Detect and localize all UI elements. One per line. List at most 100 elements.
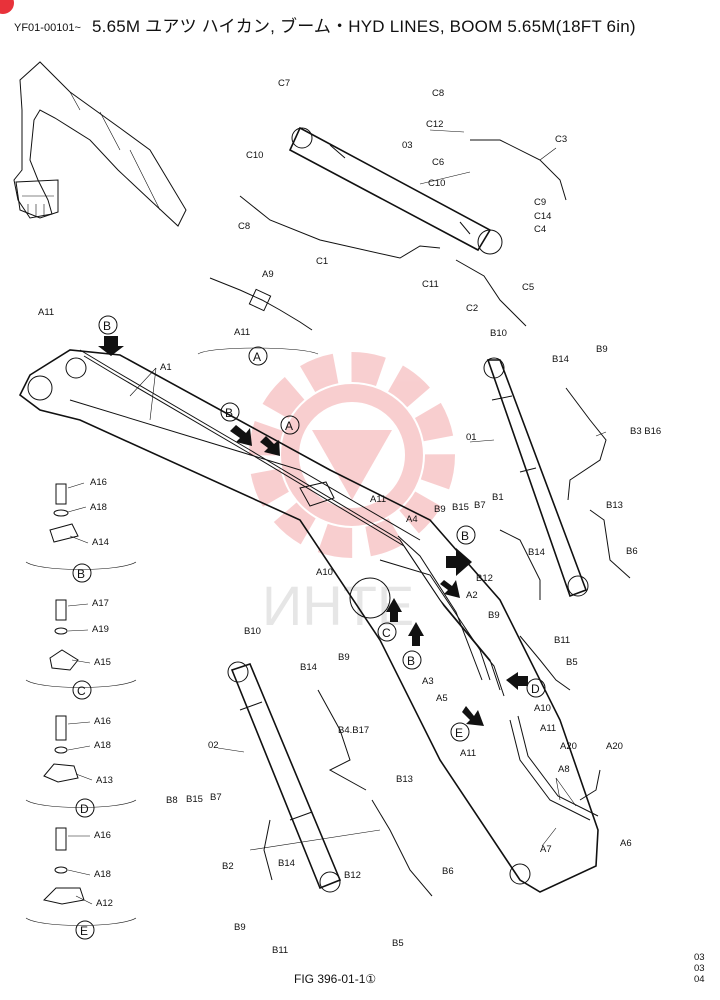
part-label-b14-bottom: B14: [278, 858, 295, 869]
part-label-a19: A19: [92, 624, 109, 635]
part-label-02: 02: [208, 740, 219, 751]
part-label-b14-lower: B14: [300, 662, 317, 673]
detail-views: B C D E: [25, 483, 137, 940]
part-label-b9-lower-mid: B9: [338, 652, 350, 663]
part-label-a7: A7: [540, 844, 552, 855]
part-label-a10-lower: A10: [534, 703, 551, 714]
excavator-inset: [13, 61, 187, 227]
boom-structure: [18, 349, 599, 893]
part-label-b11-right: B11: [554, 635, 570, 646]
part-label-b12-bottom: B12: [344, 870, 361, 881]
view-d-callout-1: D: [531, 682, 540, 696]
part-label-a9: A9: [262, 269, 274, 280]
part-label-a12: A12: [96, 898, 113, 909]
view-d-detail: D: [80, 802, 89, 816]
view-c-callout-1: C: [382, 626, 391, 640]
part-label-c8-top: C8: [432, 88, 444, 99]
page-badge: [0, 0, 14, 14]
part-label-a16-d: A16: [94, 716, 111, 727]
part-label-a4: A4: [406, 514, 418, 525]
part-label-b9-mid: B9: [434, 504, 446, 515]
part-label-a11-view-a: A11: [234, 327, 250, 338]
cylinder-03: [288, 126, 503, 255]
part-label-b14-mid: B14: [528, 547, 545, 558]
leader-lines: [67, 129, 607, 905]
part-label-a18-d: A18: [94, 740, 111, 751]
view-e-callout-1: E: [455, 726, 463, 740]
view-a-inset: [197, 277, 319, 355]
view-a-callout-1: A: [285, 419, 293, 433]
part-label-c5: C5: [522, 282, 534, 293]
view-b-callout-1: B: [103, 319, 111, 333]
header-title: 5.65M ユアツ ハイカン, ブーム・HYD LINES, BOOM 5.65…: [92, 17, 636, 36]
view-e-detail: E: [80, 924, 88, 938]
part-label-c2: C2: [466, 303, 478, 314]
part-label-a14: A14: [92, 537, 109, 548]
part-label-b6-bottom: B6: [442, 866, 454, 877]
part-label-a20-right: A20: [606, 741, 623, 752]
part-label-b11-bottom: B11: [272, 945, 288, 956]
part-label-a20-left: A20: [560, 741, 577, 752]
part-label-b9-top: B9: [596, 344, 608, 355]
part-label-b5-bottom: B5: [392, 938, 404, 949]
part-label-c3: C3: [555, 134, 567, 145]
part-label-b8: B8: [166, 795, 178, 806]
view-b-detail: B: [77, 567, 85, 581]
part-label-c4: C4: [534, 224, 546, 235]
cylinder-02: [227, 661, 342, 893]
part-label-b13-lower: B13: [396, 774, 413, 785]
part-label-c7: C7: [278, 78, 290, 89]
watermark-gear: [249, 352, 455, 558]
part-label-c14: C14: [534, 211, 551, 222]
part-label-a1: A1: [160, 362, 172, 373]
part-label-b15-mid: B15: [452, 502, 469, 513]
part-label-c10-left: C10: [246, 150, 263, 161]
part-label-a17: A17: [92, 598, 109, 609]
part-label-a18-e: A18: [94, 869, 111, 880]
part-label-03: 03: [402, 140, 413, 151]
view-b-callout-4: B: [407, 654, 415, 668]
part-label-a3: A3: [422, 676, 434, 687]
part-label-b9-bottom: B9: [234, 922, 246, 933]
part-label-a13: A13: [96, 775, 113, 786]
page-code-1: 03: [694, 952, 705, 963]
part-label-a5: A5: [436, 693, 448, 704]
part-label-a2: A2: [466, 590, 478, 601]
part-label-b14-top: B14: [552, 354, 569, 365]
part-label-b6-right: B6: [626, 546, 638, 557]
cylinder-01: [483, 357, 589, 598]
view-b-callout-3: B: [461, 529, 469, 543]
part-label-a8: A8: [558, 764, 570, 775]
part-label-b1: B1: [492, 492, 504, 503]
part-label-c6: C6: [432, 157, 444, 168]
view-callouts: B B A B C B D E A: [98, 315, 546, 742]
part-label-c8-left: C8: [238, 221, 250, 232]
part-label-a16-e: A16: [94, 830, 111, 841]
part-label-b9-lower: B9: [488, 610, 500, 621]
part-label-c9: C9: [534, 197, 546, 208]
part-label-a11-lower-left: A11: [460, 748, 476, 759]
figure-caption: FIG 396-01-1①: [294, 972, 377, 986]
part-label-c10-right: C10: [428, 178, 445, 189]
part-label-b12-mid: B12: [476, 573, 493, 584]
header-code: YF01-00101~: [14, 22, 81, 34]
part-label-c12: C12: [426, 119, 443, 130]
part-label-b15-lower: B15: [186, 794, 203, 805]
part-label-b3-b16: B3 B16: [630, 426, 661, 437]
callout-arrows: [98, 336, 528, 726]
part-label-b13-right: B13: [606, 500, 623, 511]
page-code-2: 03: [694, 963, 705, 974]
part-label-a11-mid: A11: [370, 494, 386, 505]
part-label-b7-lower: B7: [210, 792, 222, 803]
part-label-c11: C11: [422, 279, 439, 290]
part-label-b2: B2: [222, 861, 234, 872]
part-label-a16-b: A16: [90, 477, 107, 488]
part-label-b10-lower: B10: [244, 626, 261, 637]
part-label-a6: A6: [620, 838, 632, 849]
part-label-a11-lower-right: A11: [540, 723, 556, 734]
hydraulic-lines: [79, 139, 631, 897]
part-label-c1: C1: [316, 256, 328, 267]
part-label-b4-b17: B4.B17: [338, 725, 369, 736]
